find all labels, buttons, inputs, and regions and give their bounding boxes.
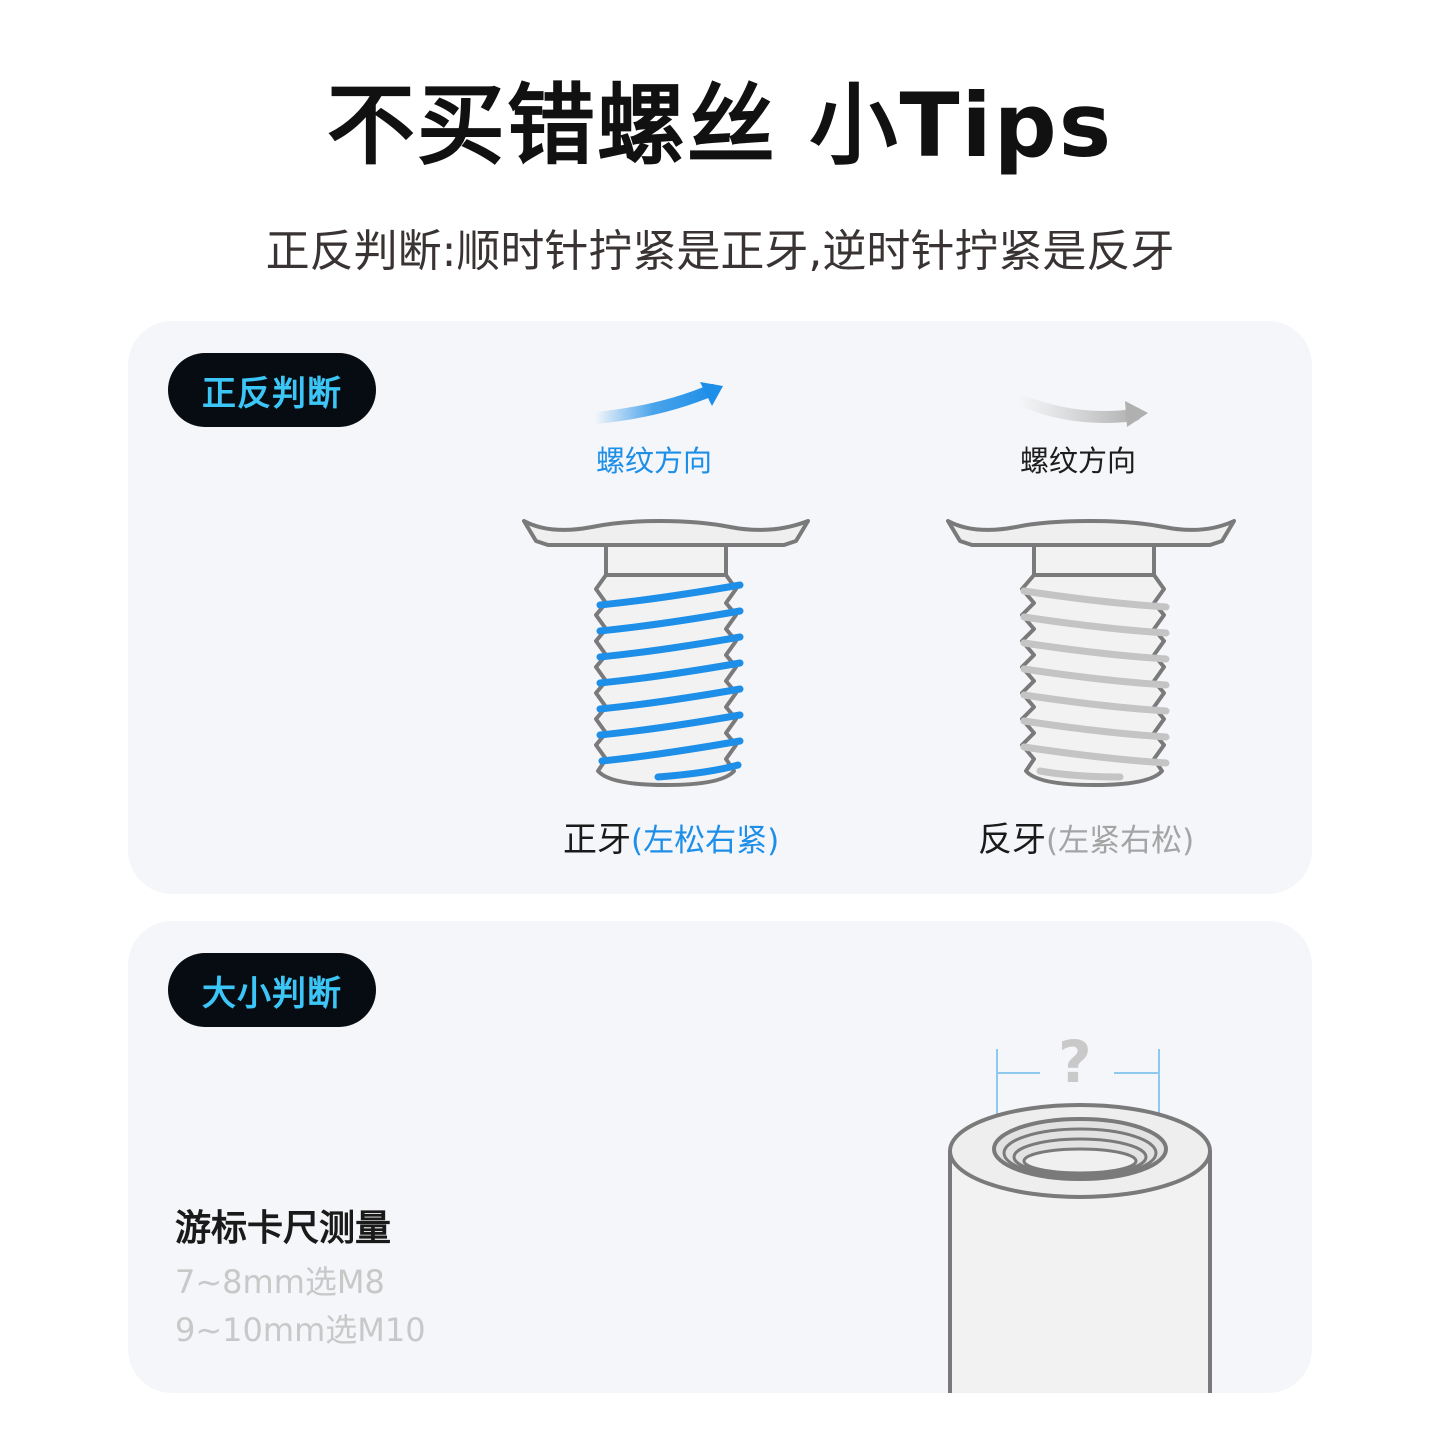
left-hand-thread-note: (左紧右松)	[1046, 823, 1195, 859]
page-title: 不买错螺丝 小Tips	[326, 74, 1114, 177]
right-hand-thread-label: 正牙(左松右紧)	[563, 823, 779, 857]
size-card: 大小判断 游标卡尺测量 7~8mm选M8 9~10mm选M10 ?	[128, 921, 1312, 1393]
counterclockwise-arrow-icon	[1013, 393, 1148, 427]
size-badge: 大小判断	[168, 953, 376, 1027]
size-rule-m8: 7~8mm选M8	[175, 1263, 385, 1301]
unknown-size-mark: ?	[1058, 1028, 1092, 1096]
right-hand-screw-icon	[522, 519, 810, 787]
left-hand-thread-label: 反牙(左紧右松)	[978, 823, 1194, 857]
direction-badge: 正反判断	[168, 353, 376, 427]
right-hand-thread-name: 正牙	[563, 820, 631, 860]
left-hand-direction-label: 螺纹方向	[1020, 444, 1137, 478]
clockwise-arrow-icon	[590, 382, 723, 424]
left-hand-thread-name: 反牙	[978, 820, 1046, 860]
left-hand-screw-icon	[946, 519, 1236, 787]
direction-card: 正反判断 螺纹方向 螺纹方向	[128, 321, 1312, 894]
size-rule-m10: 9~10mm选M10	[175, 1311, 426, 1349]
page-subtitle: 正反判断:顺时针拧紧是正牙,逆时针拧紧是反牙	[265, 226, 1175, 277]
threaded-coupler-icon	[948, 1103, 1212, 1393]
right-hand-direction-label: 螺纹方向	[596, 444, 713, 478]
right-hand-thread-note: (左松右紧)	[631, 823, 780, 859]
measure-method: 游标卡尺测量	[175, 1208, 392, 1249]
